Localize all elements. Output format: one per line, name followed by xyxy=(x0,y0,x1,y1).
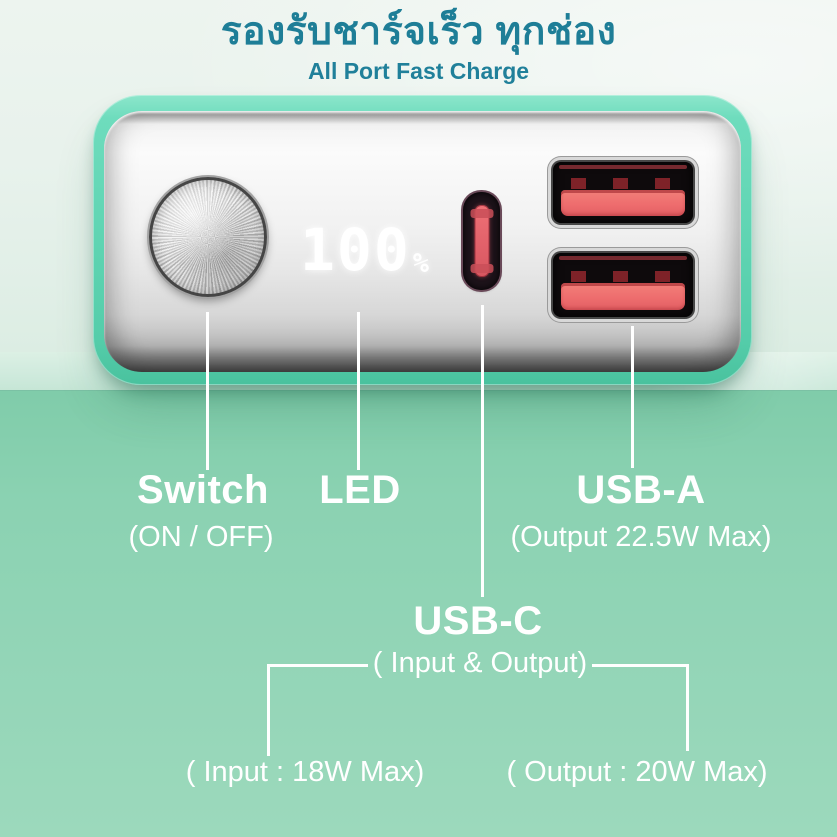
background-table-front xyxy=(0,390,837,837)
usb-a-label: USB-A xyxy=(576,468,706,512)
usb-a-port-1 xyxy=(553,162,693,223)
usb-a-port-2-pins xyxy=(571,271,675,283)
switch-label: Switch xyxy=(137,468,269,512)
usb-c-sublabel: ( Input & Output) xyxy=(372,647,588,679)
usb-a-port-2-tab xyxy=(561,283,685,310)
usb-c-label: USB-C xyxy=(413,599,543,643)
header: รองรับชาร์จเร็ว ทุกช่อง All Port Fast Ch… xyxy=(0,8,837,85)
usb-c-bracket-line-left xyxy=(269,664,368,667)
usb-a-callout-line xyxy=(631,326,634,468)
battery-percentage-value: 100 xyxy=(300,216,411,284)
powerbank-device: 100 % xyxy=(93,95,752,385)
usb-c-tongue xyxy=(470,205,493,277)
switch-sublabel: (ON / OFF) xyxy=(128,521,274,553)
switch-callout-line xyxy=(206,312,209,470)
usb-a-port-2 xyxy=(553,253,693,317)
powerbank-chrome-face: 100 % xyxy=(104,111,741,372)
usb-c-callout-line xyxy=(481,305,484,597)
usb-c-output-spec-label: ( Output : 20W Max) xyxy=(506,756,768,788)
usb-a-sublabel: (Output 22.5W Max) xyxy=(510,521,772,553)
subtitle-english: All Port Fast Charge xyxy=(307,58,530,84)
usb-c-bracket-drop-right xyxy=(686,664,689,751)
usb-c-port xyxy=(463,192,500,290)
percent-sign: % xyxy=(412,248,430,279)
led-label: LED xyxy=(319,468,401,512)
led-callout-line xyxy=(357,312,360,470)
title-thai: รองรับชาร์จเร็ว ทุกช่อง xyxy=(220,10,617,53)
power-switch-knob xyxy=(149,177,267,297)
battery-led-display: 100 % xyxy=(300,207,450,281)
usb-c-input-spec-label: ( Input : 18W Max) xyxy=(185,756,425,788)
usb-c-bracket-line-right xyxy=(592,664,689,667)
usb-a-port-1-pins xyxy=(571,178,675,190)
usb-c-bracket-drop-left xyxy=(267,664,270,756)
usb-a-port-1-tab xyxy=(561,190,685,216)
